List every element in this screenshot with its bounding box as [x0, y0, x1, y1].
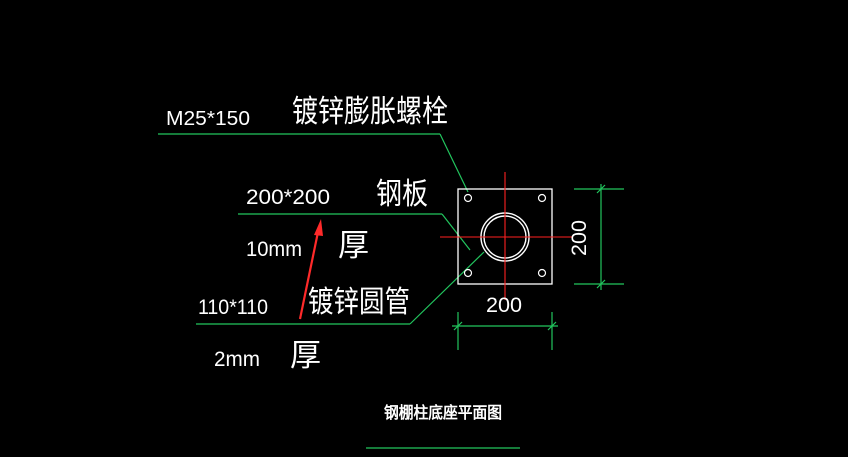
bolt-hole-bottom-right — [537, 268, 547, 278]
drawing-caption: 钢棚柱底座平面图 — [384, 403, 502, 422]
dim-h-tick-left — [453, 321, 463, 331]
plate-thickness-label: 10mm — [246, 238, 302, 261]
bolt-holes — [463, 193, 547, 278]
pipe-thickness-label: 2mm — [214, 348, 260, 371]
plate-leader-diagonal — [441, 213, 471, 251]
dimension-horizontal-label: 200 — [486, 294, 522, 317]
leader-lines — [158, 133, 520, 449]
red-arrow-head — [314, 219, 323, 236]
dim-v-tick-bottom — [596, 279, 606, 289]
bolt-spec-label: M25*150 — [166, 108, 250, 130]
bolt-hole-top-left — [463, 193, 473, 203]
plate-size-label: 200*200 — [246, 186, 330, 209]
plate-name-label: 钢板 — [376, 177, 428, 212]
red-arrow-shaft — [298, 231, 320, 320]
bolt-hole-top-right — [537, 193, 547, 203]
red-arrow — [298, 219, 323, 320]
dimension-vertical-label: 200 — [568, 220, 591, 256]
dim-h-tick-right — [547, 321, 557, 331]
bolt-leader-diagonal — [439, 133, 469, 193]
bolt-hole-bottom-left — [463, 268, 473, 278]
pipe-leader-diagonal — [409, 251, 485, 325]
bolt-name-label: 镀锌膨胀螺栓 — [292, 94, 448, 130]
dimension-lines — [452, 184, 624, 350]
dim-v-tick-top — [596, 184, 606, 194]
pipe-name-label: 镀锌圆管 — [308, 285, 410, 320]
pipe-size-label: 110*110 — [198, 296, 268, 319]
plate-thick-char: 厚 — [338, 228, 369, 264]
pipe-thick-char: 厚 — [290, 338, 321, 374]
center-lines — [440, 172, 572, 300]
